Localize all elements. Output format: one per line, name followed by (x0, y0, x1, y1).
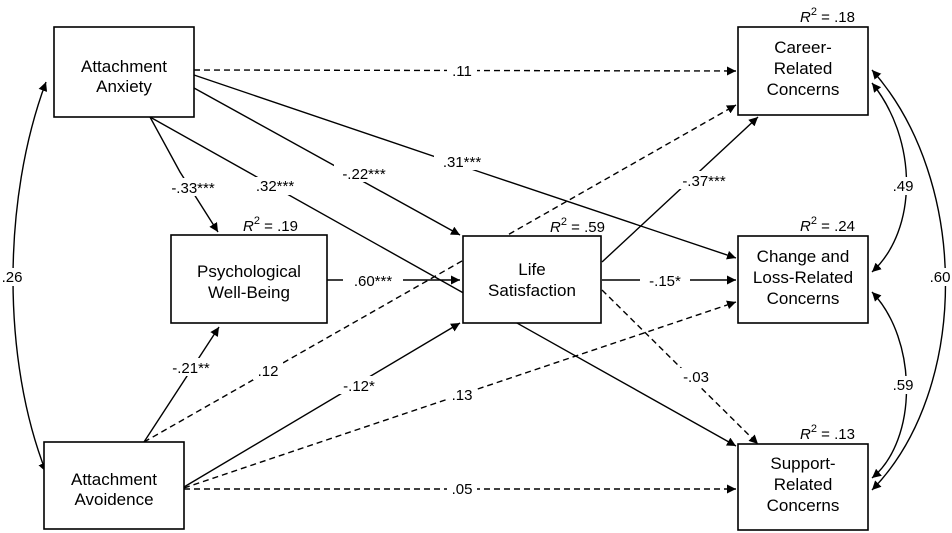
label-bg (888, 376, 918, 394)
coef-anxiety-life: -.22*** (342, 166, 386, 183)
label-bg (447, 480, 477, 498)
career-r2: R2 = .18 (800, 6, 855, 26)
change-label-3: Concerns (767, 289, 840, 308)
path-life-career (601, 116, 759, 263)
path-anxiety-pwb (149, 116, 219, 233)
label-bg (253, 362, 283, 380)
life-label-1: Life (518, 260, 545, 279)
coef-avoidance-life: -.12* (343, 378, 375, 395)
change-label-1: Change and (757, 247, 850, 266)
path-life-support (601, 289, 759, 445)
label-bg (164, 358, 218, 376)
career-label-1: Career- (774, 38, 832, 57)
support-label-2: Related (774, 475, 833, 494)
coef-life-career: -.37*** (682, 173, 726, 190)
label-bg (447, 60, 477, 78)
node-support-concerns (737, 443, 869, 531)
coef-anxiety-pwb: -.33*** (171, 180, 215, 197)
career-label-3: Concerns (767, 80, 840, 99)
path-avoidance-pwb (143, 326, 220, 443)
support-r2: R2 = .13 (800, 423, 855, 443)
coef-pwb-life: .60*** (354, 273, 393, 290)
label-bg (337, 376, 381, 394)
node-life-satisfaction (462, 235, 602, 324)
node-attachment-anxiety (53, 26, 195, 118)
support-label-3: Concerns (767, 496, 840, 515)
pwb-label-2: Well-Being (208, 283, 290, 302)
label-bg (674, 171, 734, 189)
coef-anxiety-support: .32*** (256, 178, 295, 195)
label-bg (640, 271, 690, 289)
life-label-2: Satisfaction (488, 281, 576, 300)
career-label-2: Related (774, 59, 833, 78)
pwb-label-1: Psychological (197, 262, 301, 281)
anxiety-label-1: Attachment (81, 57, 167, 76)
corr-label-career-change: .49 (893, 178, 914, 195)
path-avoidance-life (183, 322, 461, 488)
path-avoidance-career (143, 104, 737, 443)
coef-avoidance-change: .13 (452, 387, 473, 404)
label-bg (926, 268, 952, 286)
coef-life-support: -.03 (683, 369, 709, 386)
anxiety-label-2: Anxiety (96, 77, 152, 96)
label-bg (248, 177, 302, 195)
label-bg (678, 368, 714, 386)
label-bg (434, 152, 490, 170)
coef-anxiety-career: .11 (452, 63, 472, 80)
corr-label-anxiety-avoidance: .26 (2, 269, 23, 286)
coef-life-change: -.15* (649, 273, 681, 290)
coef-avoidance-pwb: -.21** (172, 360, 210, 377)
path-anxiety-life (193, 87, 461, 236)
life-r2: R2 = .59 (550, 216, 605, 236)
label-bg (164, 178, 222, 196)
node-attachment-avoidance (43, 441, 185, 530)
coef-avoidance-career: .12 (258, 363, 279, 380)
node-change-concerns (737, 235, 869, 324)
path-anxiety-support (149, 116, 737, 447)
label-bg (888, 177, 918, 195)
corr-label-change-support: .59 (893, 377, 914, 394)
pwb-r2: R2 = .19 (243, 215, 298, 235)
node-psychological-well-being (170, 234, 328, 324)
avoidance-label-1: Attachment (71, 470, 157, 489)
path-anxiety-change (193, 74, 737, 260)
corr-label-career-support: .60 (930, 269, 951, 286)
label-bg (334, 164, 394, 182)
avoidance-label-2: Avoidence (74, 490, 153, 509)
coef-anxiety-change: .31*** (443, 154, 482, 171)
support-label-1: Support- (770, 454, 835, 473)
label-bg (0, 268, 26, 286)
label-bg (447, 386, 477, 404)
label-bg (343, 271, 403, 289)
change-r2: R2 = .24 (800, 215, 855, 235)
change-label-2: Loss-Related (753, 268, 853, 287)
node-career-concerns (737, 26, 869, 116)
coef-avoidance-support: .05 (452, 481, 473, 498)
